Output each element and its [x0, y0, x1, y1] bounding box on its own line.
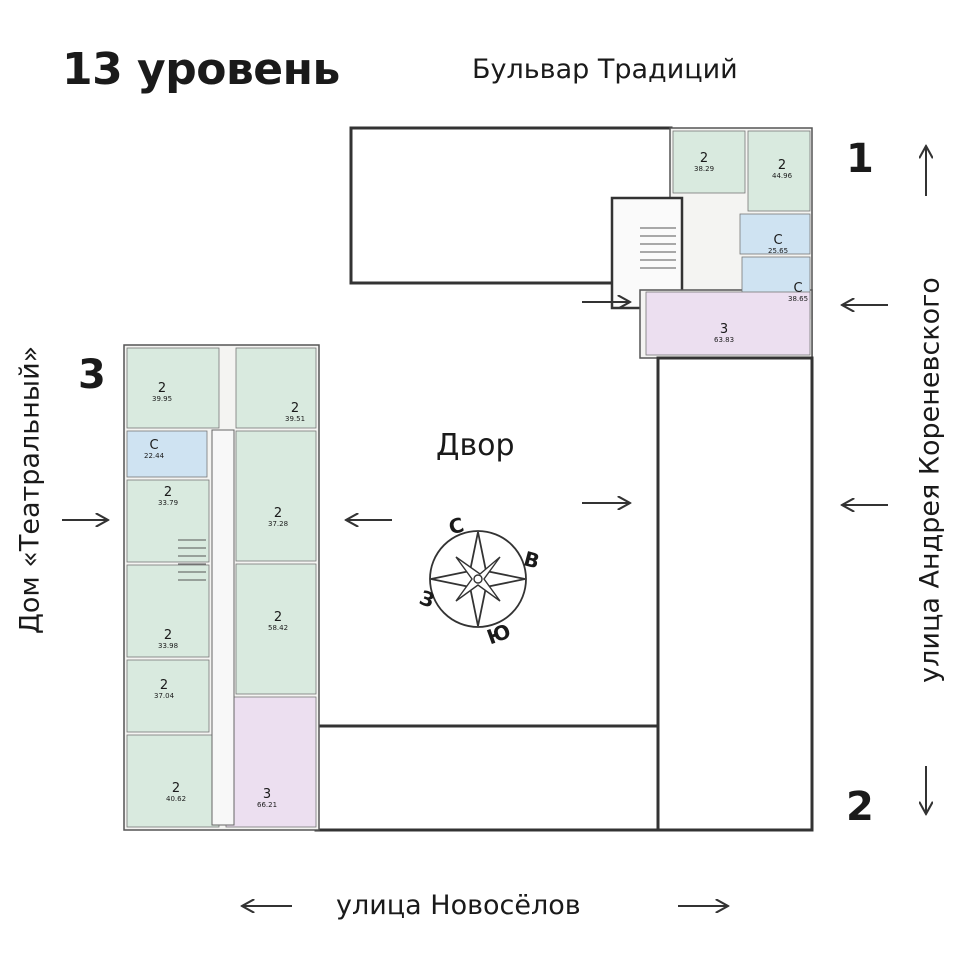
- building-number-3: 3: [78, 352, 106, 398]
- building-2-tall-block: [656, 356, 814, 832]
- b1-apt-2room-a: [672, 130, 746, 194]
- building-number-1: 1: [846, 136, 874, 182]
- b1-apt-studio-a: [739, 213, 811, 255]
- b1-stair-icon: [640, 227, 676, 269]
- compass-icon: [429, 530, 527, 628]
- neighbor-house-label: Дом «Театральный»: [14, 345, 46, 635]
- courtyard-label: Двор: [436, 428, 515, 463]
- b1-apt-3room: [645, 291, 811, 356]
- level-title: 13 уровень: [62, 44, 340, 95]
- street-top-label: Бульвар Традиций: [472, 54, 738, 85]
- street-right-label: улица Андрея Кореневского: [914, 277, 946, 683]
- building-2-low-block: [314, 724, 660, 832]
- building-3-corridor: [211, 429, 235, 826]
- b3-stair-icon: [178, 539, 206, 581]
- street-bottom-label: улица Новосёлов: [336, 890, 581, 921]
- b1-apt-2room-b: [747, 130, 811, 212]
- building-number-2: 2: [846, 784, 874, 830]
